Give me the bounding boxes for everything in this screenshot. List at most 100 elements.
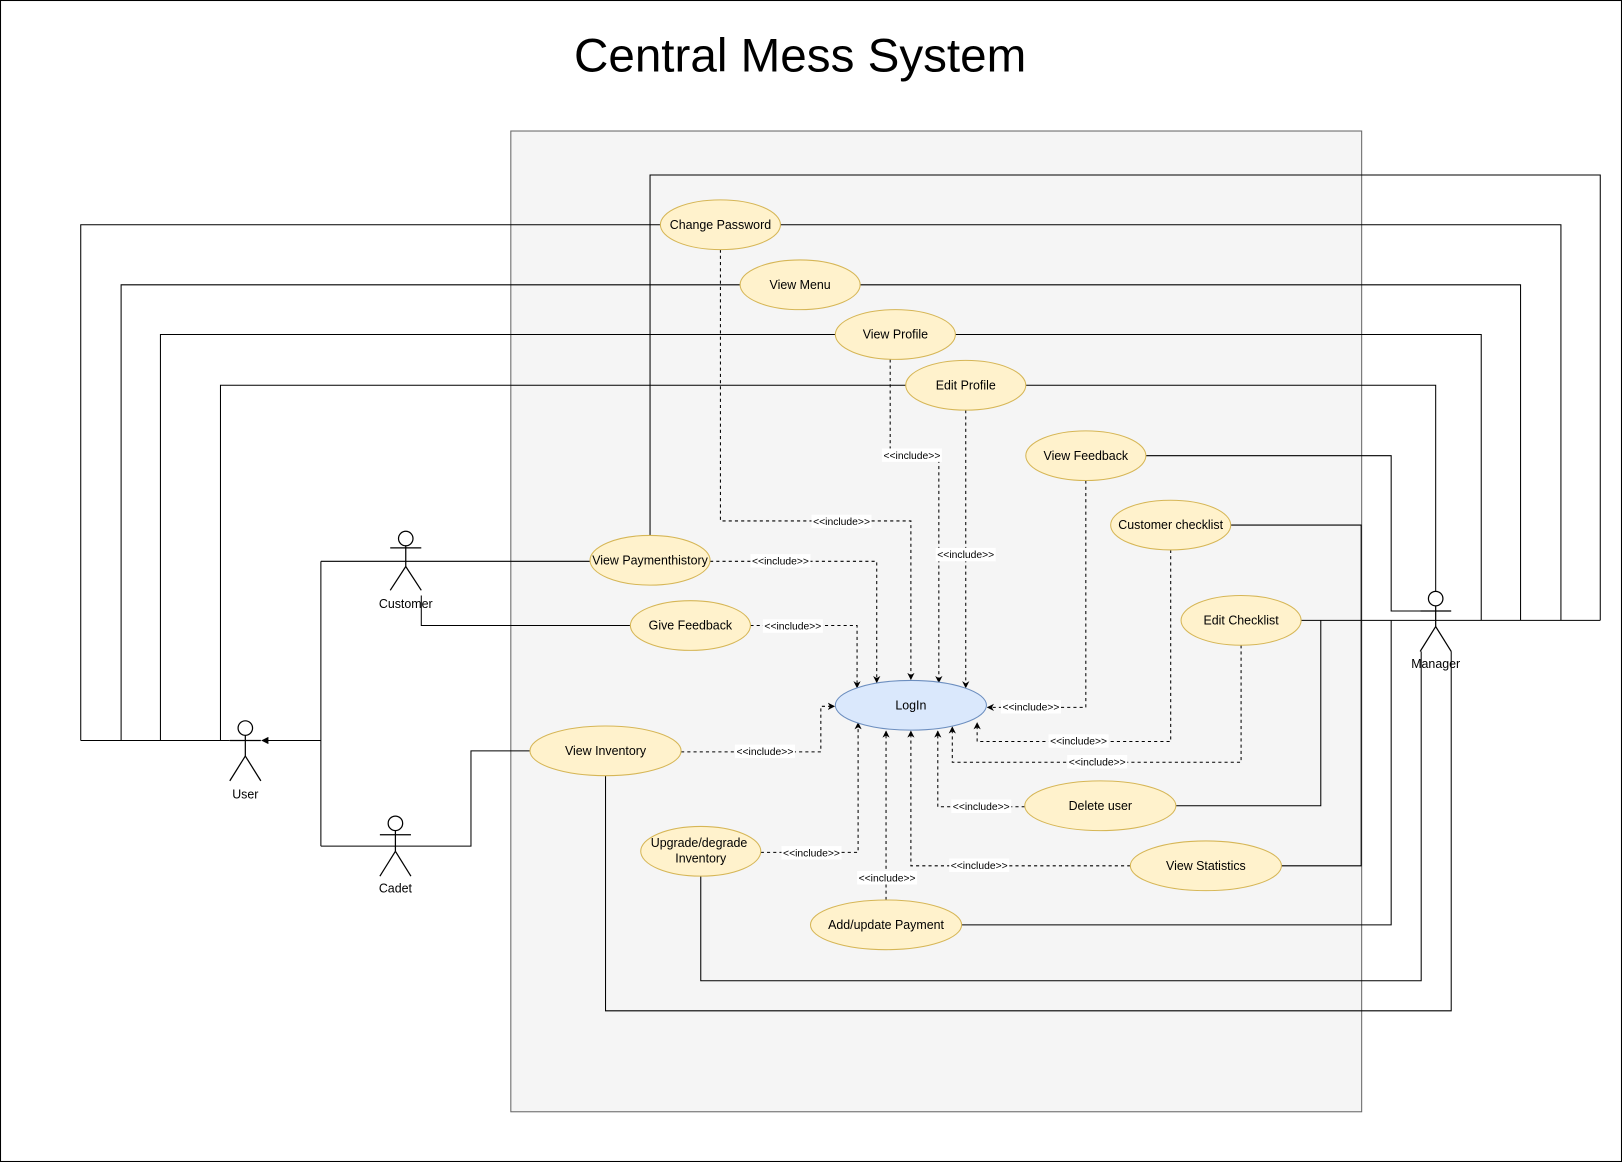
use-case-ellipse	[659, 199, 781, 251]
use-case-ellipse	[629, 600, 751, 651]
include-label-text: <<include>>	[764, 622, 821, 633]
include-label: <<include>>	[811, 514, 872, 529]
include-label: <<include>>	[949, 858, 1010, 873]
include-view-statistics	[907, 730, 1131, 867]
include-delete-user	[934, 730, 1025, 808]
actor-label: Manager	[1411, 657, 1460, 671]
include-label: <<include>>	[781, 846, 842, 860]
include-label-text: <<include>>	[953, 802, 1010, 813]
include-label: <<include>>	[935, 547, 996, 562]
use-case-give-feedback: Give Feedback	[629, 600, 751, 651]
include-labels: <<include>> <<include>> <<include>> <<in…	[734, 448, 1128, 885]
use-case-customer-checklist: Customer checklist	[1110, 499, 1232, 551]
diagram-title: Central Mess System	[574, 29, 1026, 82]
actor-label: Cadet	[379, 882, 413, 896]
use-case-ellipse	[640, 825, 762, 877]
include-label-bg	[811, 514, 872, 529]
include-label-text: <<include>>	[752, 556, 809, 567]
include-label-bg	[857, 870, 918, 885]
include-label-text: <<include>>	[883, 451, 940, 462]
actor-customer: Customer	[379, 530, 433, 611]
actor-manager: Manager	[1411, 590, 1460, 671]
include-label-bg	[1000, 700, 1061, 714]
use-case-label: View Inventory	[565, 744, 647, 758]
use-case-ellipse	[809, 899, 963, 951]
use-case-edit-checklist: Edit Checklist	[1180, 594, 1302, 646]
actor-label: Customer	[379, 597, 433, 611]
assoc-delete-user-manager	[1175, 620, 1322, 807]
use-case-ellipse	[1024, 780, 1177, 832]
assoc-view-menu-manager	[860, 284, 1522, 621]
assoc-view-feedback-manager	[1145, 455, 1421, 612]
use-case-label: Add/update Payment	[828, 918, 944, 932]
actor-head	[397, 530, 414, 547]
include-label: <<include>>	[881, 448, 942, 462]
use-case-ellipse	[1129, 840, 1282, 892]
actor-left-leg	[1419, 626, 1437, 652]
actor-right-leg	[244, 755, 262, 782]
use-case-label: Customer checklist	[1118, 518, 1223, 532]
actor-right-leg	[405, 566, 422, 591]
use-case-label: LogIn	[895, 698, 926, 712]
include-label-bg	[734, 744, 795, 759]
assoc-view-inventory-manager	[605, 651, 1452, 1012]
actor-user: User	[229, 720, 262, 801]
include-label: <<include>>	[857, 870, 918, 885]
use-case-label: Delete user	[1069, 799, 1132, 813]
use-case-label: View Feedback	[1044, 449, 1129, 463]
use-case-ellipse	[1110, 499, 1232, 551]
use-case-ellipse	[905, 359, 1027, 411]
include-label-text: <<include>>	[1002, 702, 1059, 713]
use-case-upgrade-degrade-inventory: Upgrade/degrade Inventory	[640, 825, 762, 877]
include-label-bg	[762, 619, 823, 633]
actor-label: User	[232, 787, 258, 801]
actor-right-leg	[1435, 626, 1452, 652]
actor-head	[387, 815, 404, 832]
assoc-view-profile-manager	[955, 333, 1482, 621]
use-case-delete-user: Delete user	[1024, 780, 1177, 832]
use-case-ellipse	[1025, 430, 1147, 482]
use-case-login: LogIn	[834, 679, 987, 731]
include-label-bg	[1067, 754, 1128, 769]
use-case-view-menu: View Menu	[739, 259, 861, 311]
assoc-upgrade-degrade-inventory-manager	[700, 651, 1422, 982]
actor-left-leg	[389, 566, 407, 591]
use-case-ellipse	[1180, 594, 1302, 646]
include-label-bg	[949, 858, 1010, 873]
include-label-text: <<include>>	[937, 550, 994, 561]
use-case-label: View Menu	[770, 278, 831, 292]
include-label-bg	[881, 448, 942, 462]
use-case-view-inventory: View Inventory	[529, 725, 682, 777]
use-case-view-statistics: View Statistics	[1129, 840, 1282, 892]
assoc-change-password-manager	[780, 224, 1562, 621]
use-case-label: Upgrade/degrade Inventory	[651, 836, 751, 866]
include-label: <<include>>	[1048, 734, 1109, 748]
use-case-label-line: Upgrade/degrade	[651, 836, 748, 850]
actor-right-leg	[394, 850, 412, 877]
assoc-customer-checklist-manager	[1230, 524, 1362, 867]
use-case-ellipse	[834, 679, 987, 731]
include-label-text: <<include>>	[1050, 737, 1107, 748]
use-case-ellipse	[739, 259, 861, 311]
include-label-text: <<include>>	[951, 861, 1008, 872]
include-label-bg	[750, 554, 811, 568]
assoc-edit-profile-manager	[1025, 384, 1437, 592]
actor-head	[1427, 590, 1444, 607]
use-case-ellipse	[589, 534, 711, 586]
include-label: <<include>>	[951, 799, 1012, 813]
use-case-label: View Paymenthistory	[592, 553, 708, 567]
use-case-label: Edit Checklist	[1204, 613, 1280, 627]
assoc-view-paymenthistory-manager	[649, 174, 1601, 621]
use-case-label: Give Feedback	[649, 619, 733, 633]
include-label: <<include>>	[750, 554, 811, 568]
use-case-label: Change Password	[670, 218, 771, 232]
actor-left-leg	[379, 850, 396, 877]
include-label-bg	[1048, 734, 1109, 748]
include-label-text: <<include>>	[813, 517, 870, 528]
actor-head	[237, 720, 254, 736]
use-case-view-paymenthistory: View Paymenthistory	[589, 534, 711, 586]
include-give-feedback	[750, 625, 861, 689]
include-label-bg	[781, 846, 842, 860]
use-case-view-feedback: View Feedback	[1025, 430, 1147, 482]
